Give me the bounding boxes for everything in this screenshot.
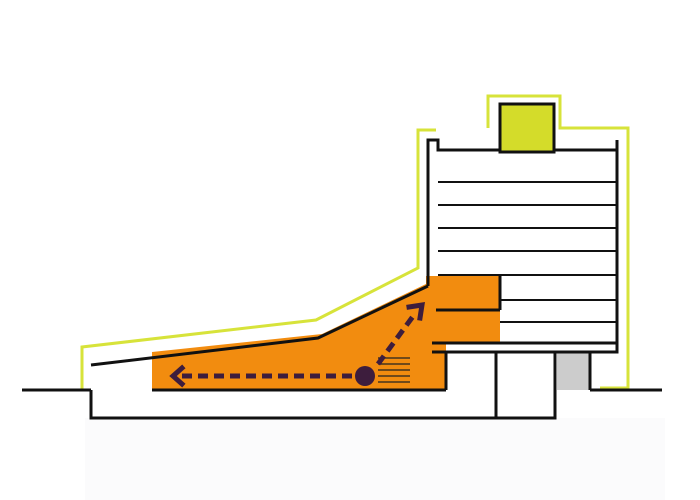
cantilever-slab <box>432 341 619 354</box>
arrow-heads <box>169 302 425 388</box>
origin-point-icon <box>355 366 375 386</box>
diagonal-circulation-arrow <box>375 313 417 366</box>
highlight-outline <box>80 94 630 390</box>
tower-left-wall <box>426 138 619 276</box>
floor-lines <box>438 181 617 323</box>
service-room <box>557 352 590 390</box>
roof-block <box>498 102 556 154</box>
circulation-arrows <box>180 313 417 379</box>
basement-outline <box>89 390 496 420</box>
highlight-left-ramp <box>80 128 436 390</box>
roof-ramp <box>90 284 429 367</box>
left-arrowhead-icon <box>169 364 186 388</box>
highlight-right <box>600 126 630 390</box>
up-arrowhead-icon <box>406 302 425 321</box>
column-shaft-right <box>496 352 557 420</box>
building-section <box>22 138 662 420</box>
highlight-roof-block <box>486 94 612 130</box>
ground-tint <box>85 418 665 500</box>
